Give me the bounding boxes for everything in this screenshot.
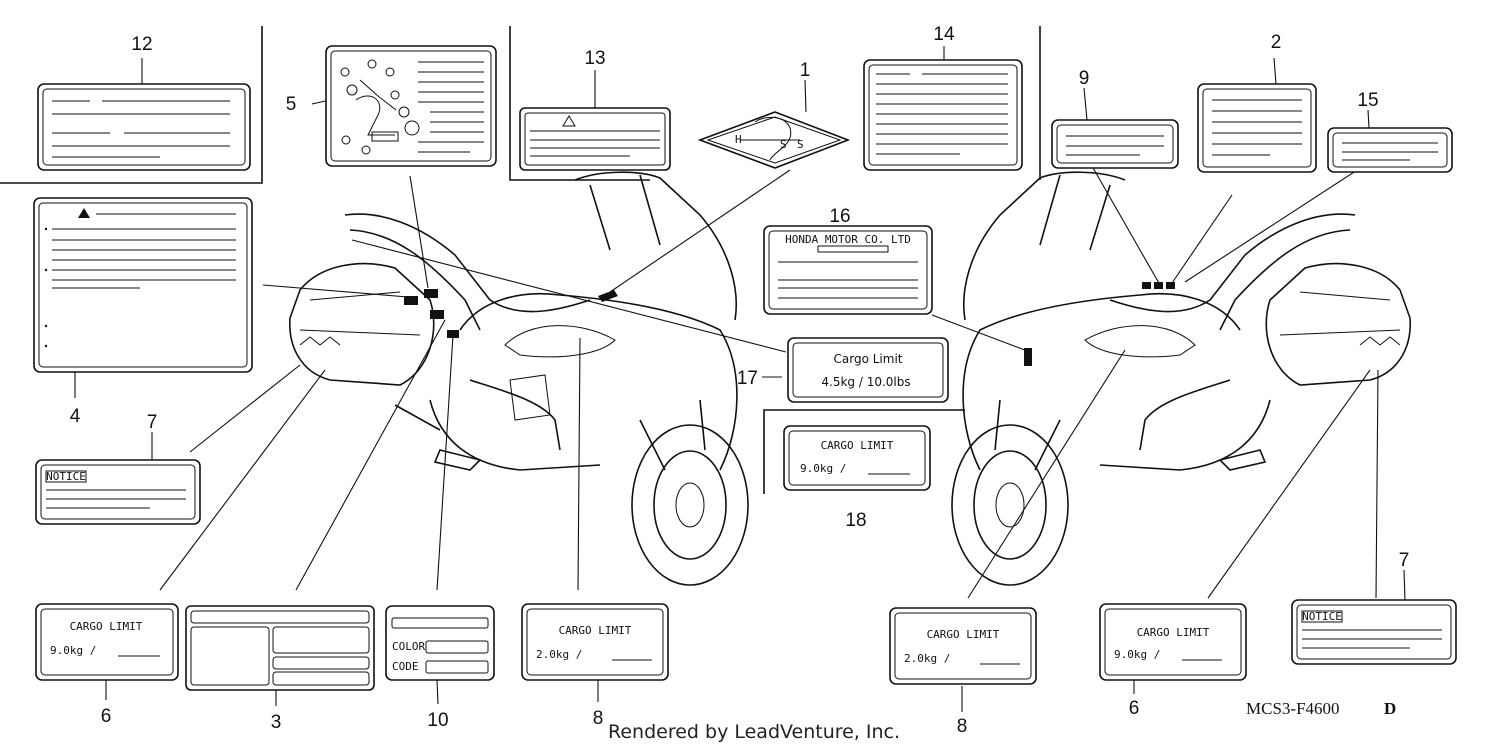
label-10-code: CODE (392, 660, 419, 673)
svg-text:S: S (780, 138, 787, 151)
label-7-left-notice: NOTICE (46, 470, 86, 483)
callout-7-right: 7 (1399, 550, 1410, 571)
callout-numbers: 12 5 13 1 14 9 2 15 16 17 18 4 7 7 6 3 1… (70, 24, 1410, 737)
callout-9: 9 (1079, 68, 1090, 89)
label-9 (1051, 119, 1179, 169)
callout-6-right: 6 (1129, 698, 1140, 719)
label-17-cargo: Cargo Limit 4.5kg / 10.0lbs (787, 337, 949, 403)
label-10-color: COLOR (392, 640, 425, 653)
label-6-right-title: CARGO LIMIT (1137, 626, 1210, 639)
callout-15: 15 (1357, 90, 1378, 111)
label-16-maker: HONDA MOTOR CO. LTD (785, 233, 911, 246)
diagram-code: MCS3-F4600 (1246, 699, 1340, 718)
svg-text:S: S (797, 138, 804, 151)
svg-text:H: H (735, 133, 742, 146)
label-8-right-value: 2.0kg / (904, 652, 950, 665)
label-7-right-notice: NOTICE (1302, 610, 1342, 623)
diagram-code-suffix: D (1384, 699, 1396, 718)
label-17-title: Cargo Limit (834, 352, 903, 366)
label-7-left: NOTICE (35, 459, 201, 525)
callout-14: 14 (933, 24, 955, 45)
label-17-value: 4.5kg / 10.0lbs (821, 375, 910, 389)
callout-2: 2 (1271, 32, 1282, 53)
label-18-cargo: CARGO LIMIT 9.0kg / (783, 425, 931, 491)
callout-4: 4 (70, 406, 81, 427)
label-8-left-title: CARGO LIMIT (559, 624, 632, 637)
label-6-right-value: 9.0kg / (1114, 648, 1160, 661)
label-16: HONDA MOTOR CO. LTD (763, 225, 933, 315)
label-8-right-title: CARGO LIMIT (927, 628, 1000, 641)
label-6-left-title: CARGO LIMIT (70, 620, 143, 633)
leader-lines (74, 46, 1406, 712)
callout-7-left: 7 (147, 412, 158, 433)
callout-5: 5 (286, 94, 297, 115)
label-14 (863, 59, 1023, 171)
label-10-color-code: COLOR CODE (385, 605, 495, 681)
label-15 (1327, 127, 1453, 173)
callout-1: 1 (800, 60, 811, 81)
label-6-right: CARGO LIMIT 9.0kg / (1099, 603, 1247, 681)
label-6-left-value: 9.0kg / (50, 644, 96, 657)
label-8-left: CARGO LIMIT 2.0kg / (521, 603, 669, 681)
label-3 (185, 605, 375, 691)
label-18-value: 9.0kg / (800, 462, 846, 475)
label-13 (519, 107, 671, 171)
callout-17: 17 (737, 368, 758, 389)
label-6-left: CARGO LIMIT 9.0kg / (35, 603, 179, 681)
label-12 (37, 83, 251, 171)
callout-8-left: 8 (593, 708, 604, 729)
label-5 (325, 45, 497, 167)
label-8-left-value: 2.0kg / (536, 648, 582, 661)
motorcycle-left-illustration (289, 171, 749, 586)
callout-18: 18 (845, 510, 866, 531)
callout-3: 3 (271, 712, 282, 733)
section-dividers (0, 26, 1041, 494)
callout-13: 13 (584, 48, 605, 69)
label-4 (33, 197, 253, 373)
callout-12: 12 (131, 34, 152, 55)
label-18-title: CARGO LIMIT (821, 439, 894, 452)
label-2 (1197, 83, 1317, 173)
label-1-emblem: H S S (697, 111, 851, 169)
label-7-right: NOTICE (1291, 599, 1457, 665)
rendered-by-footer: Rendered by LeadVenture, Inc. (608, 721, 900, 743)
callout-8-right: 8 (957, 716, 968, 737)
label-8-right: CARGO LIMIT 2.0kg / (889, 607, 1037, 685)
callout-6-left: 6 (101, 706, 112, 727)
callout-10: 10 (427, 710, 448, 731)
motorcycle-right-illustration (951, 171, 1411, 586)
callout-16: 16 (829, 206, 850, 227)
